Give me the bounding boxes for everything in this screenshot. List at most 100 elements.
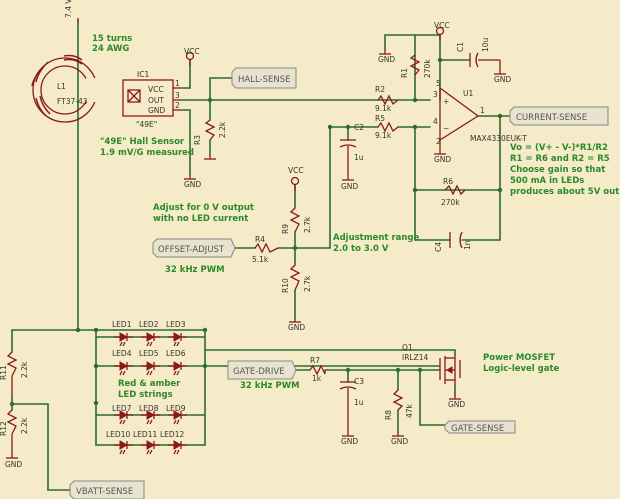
svg-text:1n: 1n [463, 240, 472, 250]
gnd-c1 [493, 69, 507, 75]
svg-text:9.1k: 9.1k [375, 131, 392, 140]
svg-text:CURRENT-SENSE: CURRENT-SENSE [516, 113, 587, 123]
svg-text:5: 5 [436, 79, 441, 88]
svg-text:C3: C3 [354, 377, 364, 386]
note-turns-2: 24 AWG [92, 44, 129, 54]
svg-text:R1 = R6 and R2 = R5: R1 = R6 and R2 = R5 [510, 154, 610, 164]
svg-text:2.2k: 2.2k [20, 361, 29, 378]
svg-text:VBATT-SENSE: VBATT-SENSE [76, 487, 133, 497]
gnd-r1 [378, 49, 392, 55]
svg-text:4: 4 [433, 117, 438, 126]
gnd-r12 [5, 453, 19, 459]
svg-text:GATE-DRIVE: GATE-DRIVE [233, 367, 285, 377]
note-strings-2: LED strings [118, 390, 173, 400]
gnd-r8-label: GND [391, 437, 408, 446]
led-row-1 [95, 332, 206, 347]
ic1-pin-out: OUT [148, 96, 164, 105]
net-flag-gate-sense: GATE-SENSE [444, 420, 516, 434]
l1-name: L1 [57, 82, 66, 91]
resistor-r5: R5 9.1k [375, 114, 399, 140]
resistor-r2: R2 9.1k [375, 85, 399, 113]
svg-text:2: 2 [436, 137, 441, 146]
gnd-r3 [203, 154, 217, 160]
led-row-4 [113, 440, 188, 455]
resistor-r1: R1 270k [400, 54, 432, 78]
svg-text:C2: C2 [354, 123, 364, 132]
gnd-c3 [341, 431, 355, 437]
svg-text:R12: R12 [0, 421, 8, 436]
ic1-pin-vcc: VCC [148, 85, 164, 94]
gnd-c1-label: GND [494, 75, 511, 84]
ic1-part: "49E" [136, 120, 157, 129]
svg-text:OFFSET-ADJUST: OFFSET-ADJUST [158, 245, 225, 255]
ic1-pin2: 2 [175, 101, 180, 110]
resistor-r10: R10 2.7k [281, 264, 312, 293]
hall-sensor-ic1: IC1 VCC OUT GND 1 3 2 "49E" [122, 70, 180, 129]
capacitor-c4: C4 1n [434, 231, 472, 252]
note-turns-1: 15 turns [92, 34, 132, 44]
led2-label: LED2 [139, 320, 159, 329]
svg-text:HALL-SENSE: HALL-SENSE [238, 75, 291, 85]
vcc-pot-label: VCC [288, 166, 304, 175]
svg-text:GATE-SENSE: GATE-SENSE [451, 424, 504, 434]
vcc-pot [290, 176, 300, 192]
net-flag-vbatt-sense: VBATT-SENSE [69, 480, 145, 499]
led9-label: LED9 [166, 404, 186, 413]
svg-text:−: − [443, 124, 449, 133]
vcc-amp-label: VCC [434, 21, 450, 30]
led7-label: LED7 [112, 404, 132, 413]
opamp-u1: + − U1 MAX4330EUK-T 1 3 4 5 2 [433, 79, 527, 150]
resistor-r3: R3 2.2k [193, 119, 227, 145]
note-range-2: 2.0 to 3.0 V [333, 244, 389, 254]
led1-label: LED1 [112, 320, 132, 329]
svg-text:Q1: Q1 [402, 343, 413, 352]
led11-label: LED11 [133, 430, 157, 439]
svg-text:IRLZ14: IRLZ14 [402, 353, 429, 362]
gnd-u1 [433, 149, 447, 155]
svg-text:C4: C4 [434, 242, 443, 252]
note-mosfet-1: Power MOSFET [483, 353, 555, 363]
resistor-r12: R12 2.2k [0, 409, 29, 454]
svg-text:270k: 270k [423, 59, 432, 78]
note-mosfet-2: Logic-level gate [483, 364, 560, 374]
svg-text:produces about 5V out: produces about 5V out [510, 187, 619, 197]
gnd-r10-label: GND [288, 323, 305, 332]
gnd-c3-label: GND [341, 437, 358, 446]
resistor-r8: R8 47k [384, 389, 414, 420]
note-hall-2: 1.9 mV/G measured [100, 148, 194, 158]
junctions [9, 57, 503, 407]
capacitor-c2: C2 1u [339, 123, 364, 176]
svg-text:R2: R2 [375, 85, 385, 94]
svg-text:R6: R6 [443, 177, 453, 186]
svg-text:9.1k: 9.1k [375, 104, 392, 113]
note-formula: Vo = (V+ - V-)*R1/R2 R1 = R6 and R2 = R5… [510, 143, 619, 197]
note-offset-1: Adjust for 0 V output [153, 203, 254, 213]
svg-text:U1: U1 [463, 89, 473, 98]
svg-text:2.2k: 2.2k [20, 417, 29, 434]
note-hall-1: "49E" Hall Sensor [100, 137, 185, 147]
gnd-u1-label: GND [434, 155, 451, 164]
svg-text:2.7k: 2.7k [303, 275, 312, 292]
vcc-ic1-label: VCC [184, 47, 200, 56]
capacitor-c3: C3 1u [339, 377, 364, 432]
resistor-r9: R9 2.7k [281, 207, 312, 234]
led5-label: LED5 [139, 349, 159, 358]
svg-text:R3: R3 [193, 135, 202, 145]
svg-text:R5: R5 [375, 114, 385, 123]
ic1-pin-gnd: GND [148, 106, 165, 115]
net-flag-offset-adjust: OFFSET-ADJUST [152, 238, 236, 258]
l1-core: FT37-43 [57, 97, 88, 106]
svg-text:1u: 1u [354, 398, 364, 407]
led8-label: LED8 [139, 404, 159, 413]
svg-text:R1: R1 [400, 68, 409, 78]
svg-text:10u: 10u [481, 37, 490, 52]
resistor-r6: R6 270k [441, 177, 466, 207]
note-offset-2: with no LED current [153, 214, 248, 224]
svg-text:2.7k: 2.7k [303, 216, 312, 233]
svg-text:47k: 47k [405, 403, 414, 418]
svg-text:3: 3 [433, 90, 438, 99]
svg-text:MAX4330EUK-T: MAX4330EUK-T [470, 134, 527, 143]
gnd-c2-label: GND [341, 182, 358, 191]
gnd-c2 [341, 175, 355, 181]
gnd-r8 [391, 431, 405, 437]
